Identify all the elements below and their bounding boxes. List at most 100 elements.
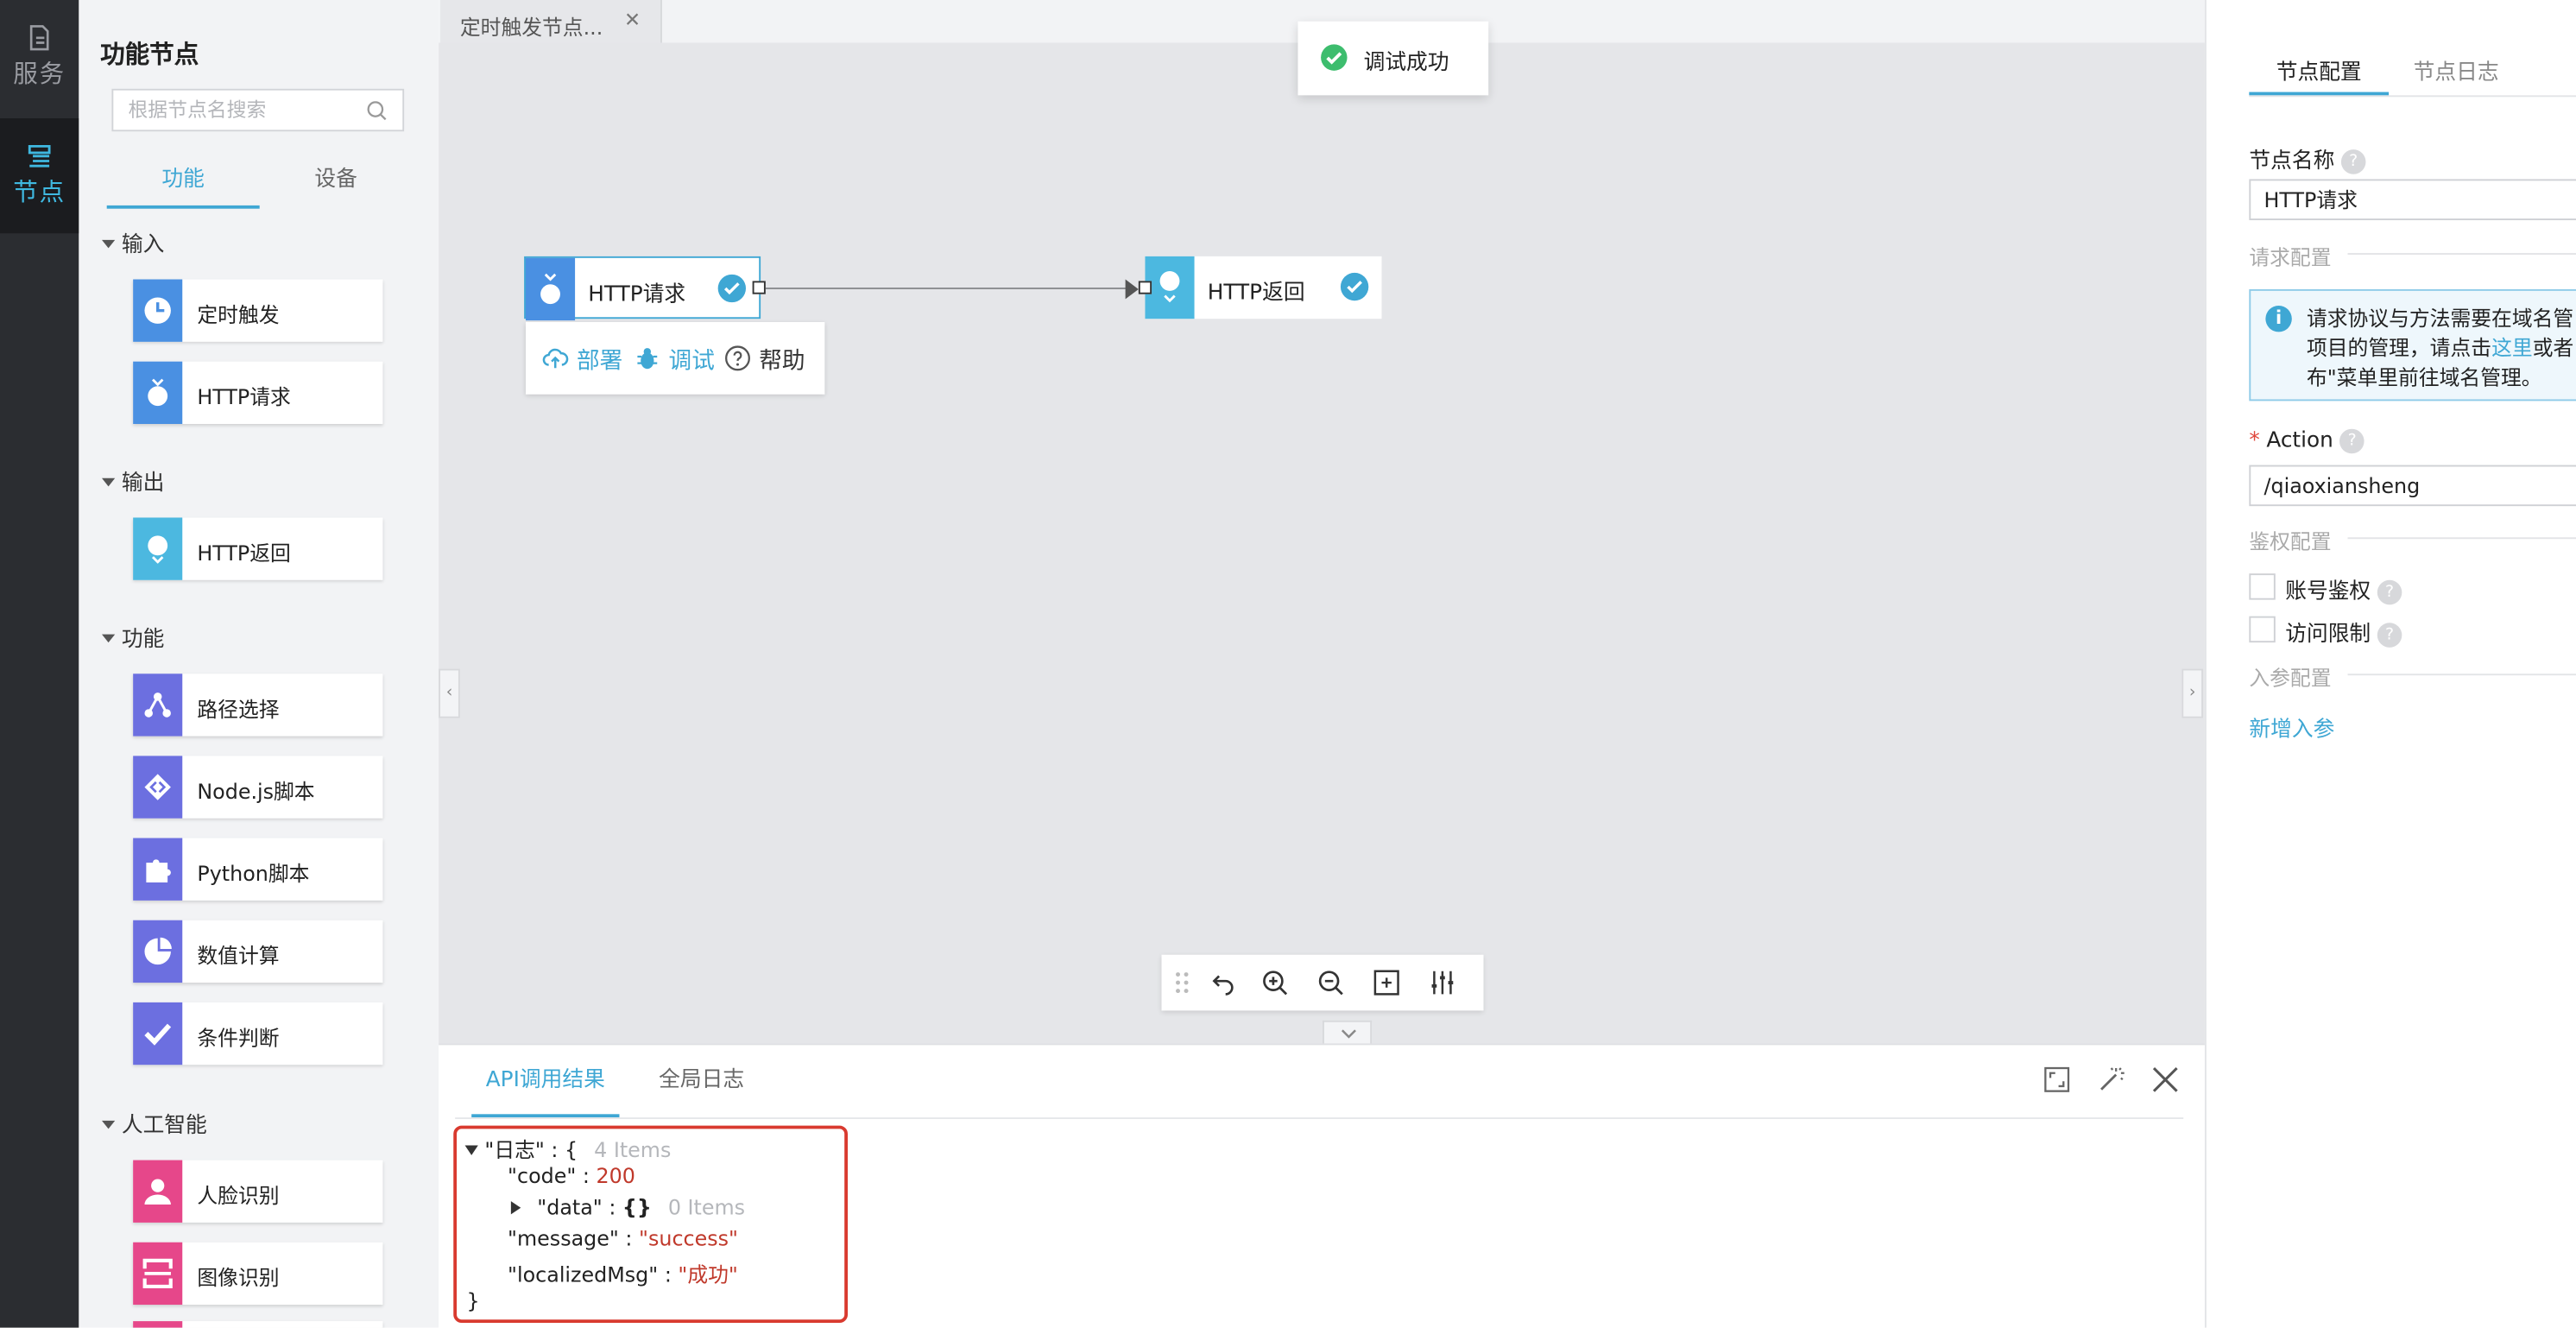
group-divider — [2347, 253, 2576, 255]
collapse-console-button[interactable] — [1322, 1020, 1373, 1044]
node-card-condition[interactable]: 条件判断 — [133, 1002, 383, 1066]
account-auth-checkbox[interactable] — [2249, 573, 2276, 600]
zoom-in-icon[interactable] — [1260, 968, 1290, 997]
here-link[interactable]: 这里 — [2491, 335, 2533, 360]
group-divider — [2347, 537, 2576, 540]
info-line-3: 布"菜单里前往域名管理。 — [2306, 364, 2542, 390]
collapse-triangle-icon[interactable] — [464, 1145, 478, 1155]
info-text: 请求协议与方法需要在域名管 项目的管理，请点击这里或者 布"菜单里前往域名管理。 — [2307, 304, 2576, 393]
tab-node-log[interactable]: 节点日志 — [2413, 60, 2499, 85]
search-icon[interactable] — [366, 100, 388, 122]
flow-edge — [765, 288, 1131, 289]
node-search-input[interactable] — [113, 90, 360, 130]
rail-item-service[interactable]: 服务 — [0, 0, 79, 115]
action-input[interactable]: /qiaoxiansheng — [2249, 465, 2576, 507]
node-name-input[interactable]: HTTP请求 — [2249, 179, 2576, 221]
close-icon[interactable]: ✕ — [624, 8, 641, 32]
help-icon[interactable]: ? — [2340, 149, 2366, 174]
status-check-icon — [1340, 272, 1369, 301]
cloud-upload-icon[interactable] — [542, 345, 569, 371]
node-card-face[interactable]: 人脸识别 — [133, 1160, 383, 1223]
node-card-label: HTTP请求 — [197, 384, 291, 409]
fullscreen-icon[interactable] — [2042, 1065, 2072, 1094]
fit-view-icon[interactable] — [1372, 968, 1401, 997]
scan-icon — [133, 1242, 183, 1306]
chevron-down-icon — [1341, 1029, 1356, 1039]
deploy-button[interactable]: 部署 — [576, 348, 623, 375]
field-label-text: Action — [2266, 428, 2333, 454]
help-button[interactable]: 帮助 — [759, 348, 805, 375]
json-key: "localizedMsg" — [508, 1262, 659, 1287]
tab-global-log[interactable]: 全局日志 — [659, 1068, 745, 1093]
json-result-highlight: "日志" : { 4 Items "code" : 200 "data" : {… — [453, 1125, 848, 1323]
group-request-config: 请求配置 — [2249, 244, 2332, 270]
zoom-out-icon[interactable] — [1316, 968, 1345, 997]
flow-node-http-response[interactable]: HTTP返回 — [1145, 256, 1382, 319]
node-card-timer[interactable]: 定时触发 — [133, 279, 383, 342]
json-data-line[interactable]: "data" : {} 0 Items — [510, 1194, 746, 1220]
info-line-2: 项目的管理，请点击这里或者 — [2307, 333, 2576, 363]
rail-item-node[interactable]: 节点 — [0, 118, 79, 234]
json-root-line[interactable]: "日志" : { 4 Items — [464, 1132, 672, 1163]
access-limit-checkbox[interactable] — [2249, 616, 2276, 643]
tab-api-result[interactable]: API调用结果 — [471, 1045, 620, 1118]
node-card-python[interactable]: Python脚本 — [133, 838, 383, 901]
section-title: 输出 — [121, 471, 165, 496]
help-icon[interactable]: ? — [2377, 579, 2402, 605]
check-icon — [133, 1002, 183, 1066]
add-param-link[interactable]: 新增入参 — [2249, 718, 2335, 743]
clear-wand-icon[interactable] — [2096, 1065, 2125, 1094]
node-card-nodejs[interactable]: Node.js脚本 — [133, 756, 383, 819]
output-port[interactable] — [752, 281, 766, 294]
drag-handle-icon[interactable] — [1168, 968, 1197, 997]
json-value: "success" — [639, 1225, 738, 1251]
panel-tabs: 功能 设备 — [106, 158, 413, 211]
expand-triangle-icon[interactable] — [510, 1201, 521, 1215]
domain-info-alert: i 请求协议与方法需要在域名管 项目的管理，请点击这里或者 布"菜单里前往域名管… — [2249, 288, 2576, 402]
collapse-right-panel-button[interactable]: › — [2181, 668, 2204, 718]
account-auth-label: 账号鉴权? — [2285, 573, 2402, 605]
close-icon[interactable] — [2150, 1065, 2180, 1094]
json-item-count: 4 Items — [594, 1136, 672, 1162]
tab-device[interactable]: 设备 — [314, 168, 357, 193]
help-circle-icon[interactable] — [724, 345, 750, 371]
info-icon: i — [2265, 305, 2292, 332]
toast-text: 调试成功 — [1363, 50, 1449, 76]
panel-title: 功能节点 — [100, 39, 199, 69]
node-card-http-response[interactable]: HTTP返回 — [133, 517, 383, 580]
undo-icon[interactable] — [1208, 968, 1237, 997]
node-card-route[interactable]: 路径选择 — [133, 673, 383, 737]
json-item-count: 0 Items — [667, 1194, 746, 1220]
node-card-http-request[interactable]: HTTP请求 — [133, 361, 383, 424]
flow-canvas[interactable] — [439, 42, 2205, 1044]
node-card-calc[interactable]: 数值计算 — [133, 920, 383, 983]
json-key: "data" — [537, 1194, 603, 1220]
puzzle-icon — [133, 838, 183, 901]
node-card-label: 定时触发 — [197, 302, 280, 327]
file-tab[interactable]: 定时触发节点... ✕ — [440, 0, 662, 43]
tab-node-config[interactable]: 节点配置 — [2249, 40, 2390, 96]
section-ai[interactable]: 人工智能 — [101, 1108, 207, 1139]
section-input[interactable]: 输入 — [101, 227, 164, 258]
json-key: "日志" — [484, 1136, 545, 1162]
bug-icon[interactable] — [635, 345, 660, 371]
node-card-next[interactable] — [133, 1321, 383, 1328]
help-icon[interactable]: ? — [2377, 623, 2402, 648]
section-output[interactable]: 输出 — [101, 465, 165, 496]
node-card-image[interactable]: 图像识别 — [133, 1242, 383, 1306]
bulb-up-icon — [1145, 256, 1195, 319]
collapse-triangle-icon — [101, 477, 116, 487]
section-function[interactable]: 功能 — [101, 621, 164, 653]
file-tab-title: 定时触发节点... — [459, 15, 603, 40]
group-auth-config: 鉴权配置 — [2249, 528, 2332, 554]
settings-sliders-icon[interactable] — [1428, 968, 1457, 997]
debug-button[interactable]: 调试 — [668, 348, 715, 375]
field-label-text: 节点名称 — [2249, 149, 2335, 174]
flow-node-http-request[interactable]: HTTP请求 — [524, 256, 761, 321]
help-icon[interactable]: ? — [2339, 428, 2364, 454]
tab-function[interactable]: 功能 — [106, 158, 260, 209]
json-localized-line: "localizedMsg" : "成功" — [508, 1262, 738, 1287]
collapse-left-panel-button[interactable]: ‹ — [439, 668, 460, 718]
input-port[interactable] — [1138, 281, 1152, 294]
json-key: "code" — [508, 1163, 577, 1188]
